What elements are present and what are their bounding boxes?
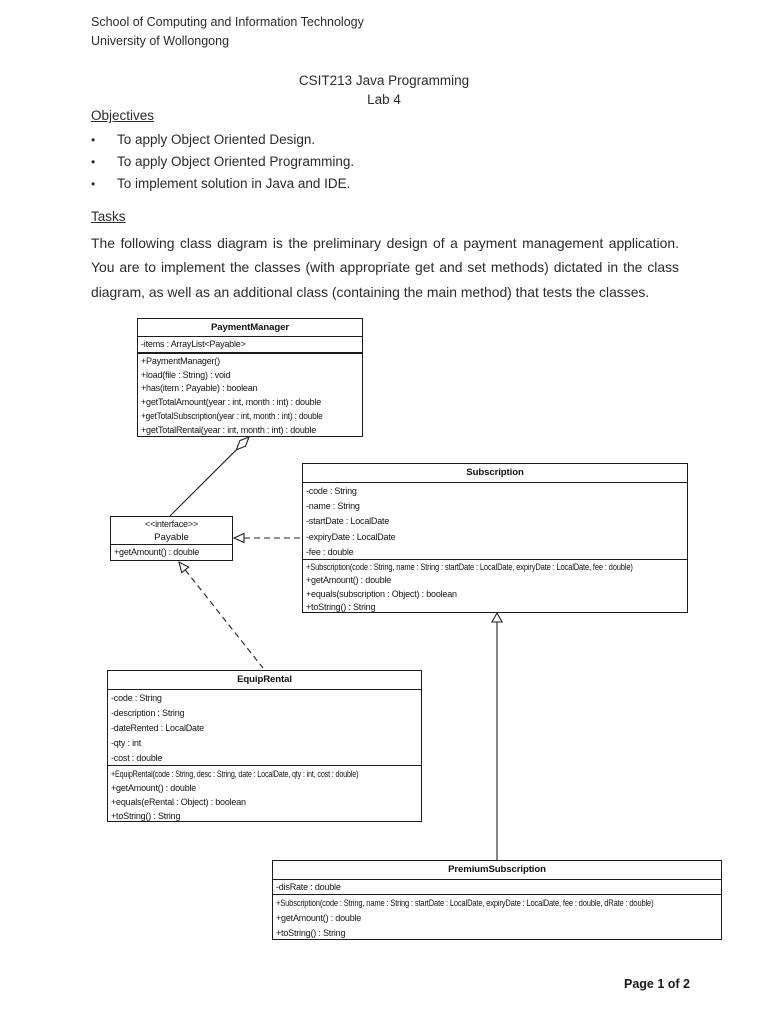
class-box-equiprental: EquipRental -code : String -description … [107,670,422,822]
page-number: Page 1 of 2 [624,977,690,991]
objective-text: To apply Object Oriented Design. [117,132,316,147]
attribute: -dateRented : LocalDate [111,723,204,733]
attribute: -code : String [111,693,162,703]
class-box-paymentmanager: PaymentManager -items : ArrayList<Payabl… [137,318,363,437]
method: +getTotalSubscription(year : int, month … [141,410,323,421]
list-item: • To apply Object Oriented Programming. [91,151,681,173]
interface-name: Payable [154,532,189,543]
class-box-subscription: Subscription -code : String -name : Stri… [302,463,688,613]
attribute: -startDate : LocalDate [306,516,390,527]
realization-link-subscription-payable [232,532,302,544]
attribute: -cost : double [111,753,163,763]
method: +toString() : String [306,602,376,612]
method: +PaymentManager() [141,356,220,366]
objectives-heading: Objectives [91,108,155,123]
interface-box-payable: <<interface>> Payable +getAmount() : dou… [110,516,233,561]
class-methods: +Subscription(code : String, name : Stri… [273,894,721,939]
realization-arrow-icon [232,532,245,544]
bullet-icon: • [91,177,96,192]
class-title: <<interface>> Payable [111,517,232,544]
method: +EquipRental(code : String, desc : Strin… [111,769,359,779]
method: +equals(subscription : Object) : boolean [306,588,457,599]
method: +Subscription(code : String, name : Stri… [306,562,633,572]
class-methods: +Subscription(code : String, name : Stri… [303,559,687,612]
method: +getAmount() : double [306,575,392,586]
tasks-heading: Tasks [91,209,126,224]
objective-text: To apply Object Oriented Programming. [117,154,355,170]
header-school: School of Computing and Information Tech… [91,15,364,29]
class-title: PremiumSubscription [448,864,546,875]
stereotype-label: <<interface>> [145,519,198,529]
aggregation-diamond-icon [235,436,250,451]
method: +load(file : String) : void [141,369,231,380]
method: +has(item : Payable) : boolean [141,383,258,394]
class-box-premiumsubscription: PremiumSubscription -disRate : double +S… [272,860,722,940]
list-item: • To apply Object Oriented Design. [91,129,681,151]
aggregation-link-paymentmanager-payable [169,436,250,517]
class-attributes: -disRate : double [273,879,721,894]
realization-arrow-icon [178,560,190,574]
header-university: University of Wollongong [91,33,230,48]
method: +getAmount() : double [111,783,197,793]
method: +getTotalRental(year : int, month : int)… [141,424,317,435]
attribute: -expiryDate : LocalDate [306,531,396,542]
attribute: -qty : int [111,738,142,748]
tasks-paragraph: The following class diagram is the preli… [91,235,679,300]
class-methods: +EquipRental(code : String, desc : Strin… [108,765,421,821]
bullet-icon: • [91,133,96,147]
class-title: Subscription [466,467,524,478]
method: +Subscription(code : String, name : Stri… [276,898,654,908]
generalization-arrow-icon [491,611,503,623]
attribute: -description : String [111,708,185,718]
association-line [169,449,237,517]
page-header: School of Computing and Information Tech… [91,13,364,50]
method: +getAmount() : double [276,912,362,923]
method: +toString() : String [276,927,346,938]
tasks-section: Tasks The following class diagram is the… [91,207,679,304]
dashed-line [184,569,264,669]
list-item: • To implement solution in Java and IDE. [91,173,681,195]
objectives-list: • To apply Object Oriented Design. • To … [91,129,681,196]
class-methods: +getAmount() : double [111,544,232,560]
course-title: CSIT213 Java Programming [298,73,470,88]
class-attributes: -items : ArrayList<Payable> [138,336,362,352]
lab-title: Lab 4 [367,92,401,107]
method: +toString() : String [111,811,181,821]
objective-text: To implement solution in Java and IDE. [117,176,351,192]
title-block: CSIT213 Java Programming Lab 4 [0,71,768,109]
method: +getTotalAmount(year : int, month : int)… [141,397,322,408]
method: +equals(eRental : Object) : boolean [111,797,246,807]
bullet-icon: • [91,155,96,170]
attribute: -disRate : double [276,882,341,892]
generalization-link-premiumsubscription-subscription [491,611,503,860]
class-attributes: -code : String -description : String -da… [108,689,421,765]
attribute: -fee : double [306,546,354,557]
class-methods: +PaymentManager() +load(file : String) :… [138,352,362,436]
class-attributes: -code : String -name : String -startDate… [303,482,687,559]
method: +getAmount() : double [114,547,200,557]
class-title: PaymentManager [210,322,290,333]
realization-link-equiprental-payable [178,560,264,669]
class-title: EquipRental [237,674,292,685]
attribute: -items : ArrayList<Payable> [141,339,246,349]
attribute: -name : String [306,501,360,512]
attribute: -code : String [306,486,357,496]
objectives-section: Objectives • To apply Object Oriented De… [91,106,681,196]
